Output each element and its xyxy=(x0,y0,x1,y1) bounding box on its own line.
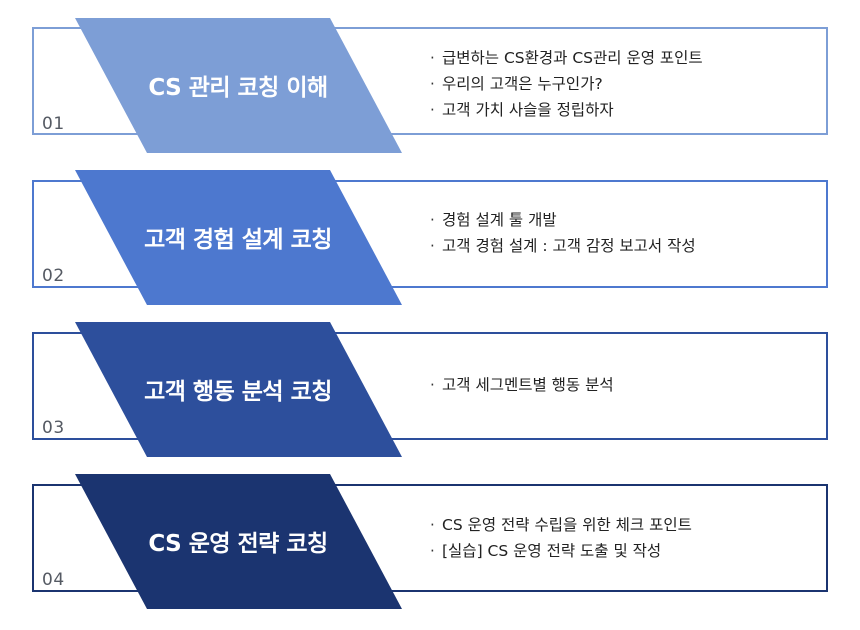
bullet-item: ·고객 세그멘트별 행동 분석 xyxy=(430,372,614,398)
bullet-item: ·고객 가치 사슬을 정립하자 xyxy=(430,97,703,123)
step-band xyxy=(75,474,402,609)
step-parallelogram xyxy=(75,322,402,457)
step-title: CS 관리 코칭 이해 xyxy=(148,75,328,101)
step-band xyxy=(75,322,402,457)
step-row-01: CS 관리 코칭 이해 01 ·급변하는 CS환경과 CS관리 운영 포인트 ·… xyxy=(0,18,860,153)
step-bullets: ·고객 세그멘트별 행동 분석 xyxy=(430,372,614,398)
bullet-dot: · xyxy=(430,101,435,119)
bullet-dot: · xyxy=(430,237,435,255)
bullet-dot: · xyxy=(430,542,435,560)
step-band xyxy=(75,18,402,153)
bullet-item: ·[실습] CS 운영 전략 도출 및 작성 xyxy=(430,538,692,564)
bullet-dot: · xyxy=(430,516,435,534)
step-row-02: 고객 경험 설계 코칭 02 ·경험 설계 툴 개발 ·고객 경험 설계 : 고… xyxy=(0,170,860,305)
bullet-item: ·우리의 고객은 누구인가? xyxy=(430,71,703,97)
step-parallelogram xyxy=(75,170,402,305)
step-title: 고객 행동 분석 코칭 xyxy=(144,379,332,405)
step-title: CS 운영 전략 코칭 xyxy=(148,531,328,557)
step-number: 02 xyxy=(42,266,65,286)
bullet-dot: · xyxy=(430,75,435,93)
step-parallelogram xyxy=(75,474,402,609)
step-row-04: CS 운영 전략 코칭 04 ·CS 운영 전략 수립을 위한 체크 포인트 ·… xyxy=(0,474,860,609)
bullet-dot: · xyxy=(430,376,435,394)
bullet-item: ·급변하는 CS환경과 CS관리 운영 포인트 xyxy=(430,45,703,71)
bullet-dot: · xyxy=(430,49,435,67)
step-bullets: ·경험 설계 툴 개발 ·고객 경험 설계 : 고객 감정 보고서 작성 xyxy=(430,207,696,259)
step-number: 04 xyxy=(42,570,65,590)
step-number: 01 xyxy=(42,114,65,134)
bullet-dot: · xyxy=(430,211,435,229)
step-bullets: ·CS 운영 전략 수립을 위한 체크 포인트 ·[실습] CS 운영 전략 도… xyxy=(430,512,692,564)
bullet-item: ·경험 설계 툴 개발 xyxy=(430,207,696,233)
step-band xyxy=(75,170,402,305)
step-title: 고객 경험 설계 코칭 xyxy=(144,227,332,253)
step-number: 03 xyxy=(42,418,65,438)
bullet-item: ·고객 경험 설계 : 고객 감정 보고서 작성 xyxy=(430,233,696,259)
step-bullets: ·급변하는 CS환경과 CS관리 운영 포인트 ·우리의 고객은 누구인가? ·… xyxy=(430,45,703,123)
bullet-item: ·CS 운영 전략 수립을 위한 체크 포인트 xyxy=(430,512,692,538)
step-row-03: 고객 행동 분석 코칭 03 ·고객 세그멘트별 행동 분석 xyxy=(0,322,860,457)
step-parallelogram xyxy=(75,18,402,153)
